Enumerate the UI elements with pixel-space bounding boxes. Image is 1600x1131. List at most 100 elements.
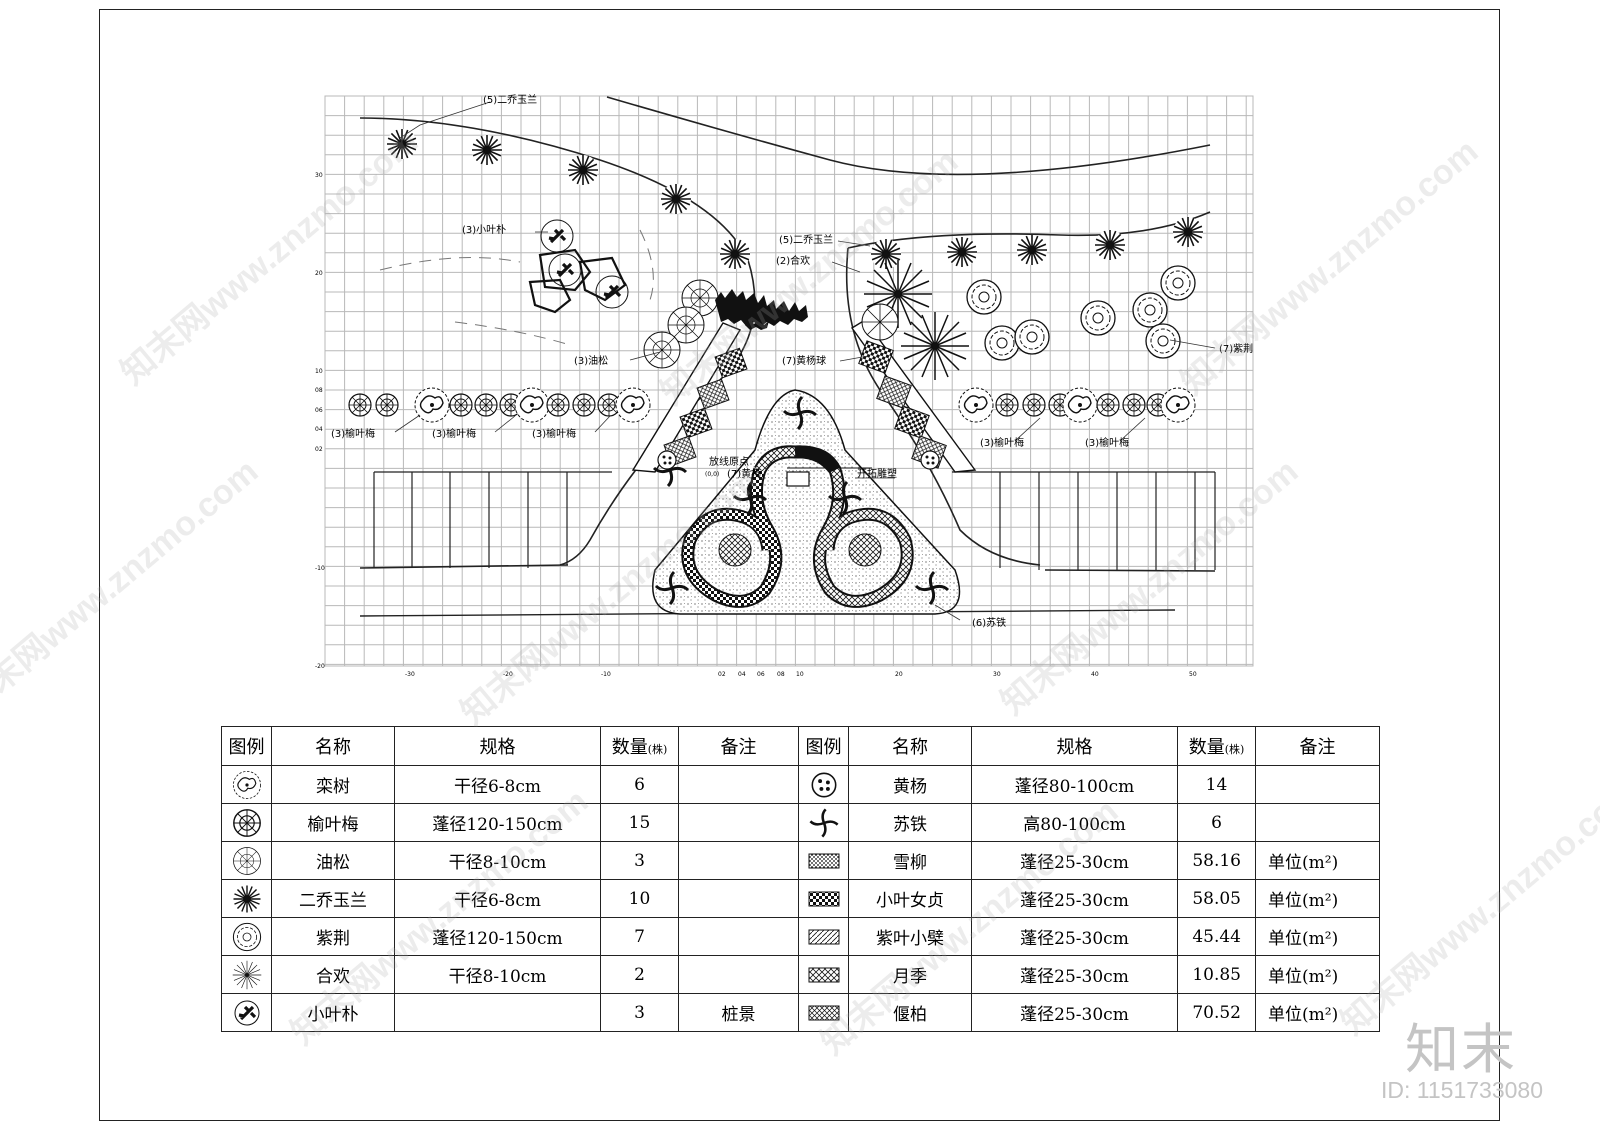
- label-sculpture: 开拓雕塑: [857, 469, 897, 480]
- legend-qty: 70.52: [1177, 993, 1256, 1032]
- header-spec: 规格: [394, 726, 601, 766]
- label-huangyang-origin: (7)黄杨: [727, 469, 762, 480]
- fence-left: [373, 471, 612, 568]
- label-erqiao-right: (5)二乔玉兰: [779, 235, 834, 246]
- legend-note: 单位(m²): [1255, 955, 1380, 994]
- albizia-icon: [221, 955, 272, 994]
- axis-x-neg20: -20: [503, 671, 513, 678]
- landscape-plan: [324, 95, 1254, 667]
- header-spec-2: 规格: [971, 726, 1178, 766]
- legend-name: 合欢: [271, 955, 395, 994]
- legend-spec: 干径6-8cm: [394, 765, 601, 804]
- hedge-strip-left: [631, 322, 748, 473]
- legend-name: 偃柏: [848, 993, 972, 1032]
- legend-name: 二乔玉兰: [271, 879, 395, 918]
- legend-name: 紫叶小檗: [848, 917, 972, 956]
- drawing-frame: [99, 9, 1500, 1121]
- leader-lines: [394, 101, 1216, 621]
- axis-y-04: 04: [315, 426, 323, 433]
- legend-note: 桩景: [678, 993, 799, 1032]
- axis-x-06: 06: [757, 671, 765, 678]
- legend-spec: 蓬径120-150cm: [394, 803, 601, 842]
- legend-row: 二乔玉兰 干径6-8cm 10 小叶女贞 蓬径25-30cm 58.05 单位(…: [221, 879, 1380, 918]
- tree-row-right: [958, 387, 1196, 423]
- legend-row: 油松 干径8-10cm 3 雪柳 蓬径25-30cm 58.16 单位(m²): [221, 841, 1380, 880]
- header-qty-unit-2: (株): [1224, 743, 1245, 756]
- header-legend-2: 图例: [798, 726, 849, 766]
- legend-spec: 蓬径25-30cm: [971, 993, 1178, 1032]
- axis-y-02: 02: [315, 446, 323, 453]
- header-qty-2: 数量(株): [1177, 726, 1256, 766]
- axis-y-06: 06: [315, 407, 323, 414]
- label-hehuan: (2)合欢: [776, 256, 811, 267]
- legend-note: 单位(m²): [1255, 917, 1380, 956]
- legend-qty: 10.85: [1177, 955, 1256, 994]
- hatch-dense-icon: [798, 841, 849, 880]
- legend-name: 黄杨: [848, 765, 972, 804]
- legend-row: 栾树 干径6-8cm 6 黄杨 蓬径80-100cm 14: [221, 765, 1380, 804]
- legend-name: 栾树: [271, 765, 395, 804]
- legend-name: 月季: [848, 955, 972, 994]
- legend-name: 小叶朴: [271, 993, 395, 1032]
- label-yuyemei-4: (3)榆叶梅: [980, 438, 1025, 449]
- label-huangyangqiu: (7)黄杨球: [782, 356, 827, 367]
- axis-x-08: 08: [777, 671, 785, 678]
- legend-name: 苏铁: [848, 803, 972, 842]
- axis-x-50: 50: [1189, 671, 1197, 678]
- legend-row: 小叶朴 3 桩景 偃柏 蓬径25-30cm 70.52 单位(m²): [221, 993, 1380, 1032]
- hackberry-group: [528, 219, 629, 314]
- legend-name: 榆叶梅: [271, 803, 395, 842]
- legend-note: 单位(m²): [1255, 993, 1380, 1032]
- legend-note: [678, 917, 799, 956]
- axis-x-neg10: -10: [601, 671, 611, 678]
- axis-x-04: 04: [738, 671, 746, 678]
- header-qty-unit: (株): [647, 743, 668, 756]
- header-name: 名称: [271, 726, 395, 766]
- legend-spec: 蓬径120-150cm: [394, 917, 601, 956]
- label-yuyemei-5: (3)榆叶梅: [1085, 438, 1130, 449]
- header-note-2: 备注: [1255, 726, 1380, 766]
- legend-spec: 蓬径25-30cm: [971, 955, 1178, 994]
- dashed-paths: [379, 229, 654, 346]
- image-id: ID: 1151733080: [1381, 1077, 1543, 1103]
- legend-note: [678, 803, 799, 842]
- redbud-icon: [221, 917, 272, 956]
- header-note: 备注: [678, 726, 799, 766]
- axis-y-08: 08: [315, 387, 323, 394]
- label-yuyemei-3: (3)榆叶梅: [532, 429, 577, 440]
- legend-spec: 蓬径25-30cm: [971, 879, 1178, 918]
- legend-note: [678, 955, 799, 994]
- shrub-cluster: [715, 289, 808, 330]
- label-zijing: (7)紫荆: [1219, 344, 1254, 355]
- legend-row: 紫荆 蓬径120-150cm 7 紫叶小檗 蓬径25-30cm 45.44 单位…: [221, 917, 1380, 956]
- label-yousong: (3)油松: [574, 356, 609, 367]
- axis-x-neg30: -30: [405, 671, 415, 678]
- legend-spec: [394, 993, 601, 1032]
- legend-qty: 10: [600, 879, 679, 918]
- axis-y-neg10: -10: [315, 565, 325, 572]
- legend-note: [678, 765, 799, 804]
- legend-note: [1255, 803, 1380, 842]
- hatch-diag-icon: [798, 917, 849, 956]
- label-origin: 放线原点: [709, 457, 749, 468]
- plant-legend-table: 图例 名称 规格 数量(株) 备注 图例 名称 规格 数量(株) 备注 栾树 干…: [221, 726, 1380, 1032]
- legend-qty: 7: [600, 917, 679, 956]
- header-name-2: 名称: [848, 726, 972, 766]
- legend-qty: 45.44: [1177, 917, 1256, 956]
- legend-qty: 58.16: [1177, 841, 1256, 880]
- magnolia-icon: [221, 879, 272, 918]
- label-xiaoyepu: (3)小叶朴: [462, 225, 507, 236]
- label-sutie: (6)苏铁: [972, 618, 1007, 629]
- brand-logo: 知末: [1405, 1018, 1517, 1081]
- legend-header-row: 图例 名称 规格 数量(株) 备注 图例 名称 规格 数量(株) 备注: [221, 726, 1380, 766]
- plan-grid: [324, 95, 1254, 667]
- header-legend: 图例: [221, 726, 272, 766]
- albizia-trees: [861, 259, 970, 381]
- legend-note: [678, 841, 799, 880]
- boxwood-icon: [798, 765, 849, 804]
- header-qty: 数量(株): [600, 726, 679, 766]
- axis-x-02: 02: [718, 671, 726, 678]
- header-qty-text: 数量: [611, 737, 648, 758]
- legend-spec: 蓬径25-30cm: [971, 917, 1178, 956]
- legend-spec: 蓬径80-100cm: [971, 765, 1178, 804]
